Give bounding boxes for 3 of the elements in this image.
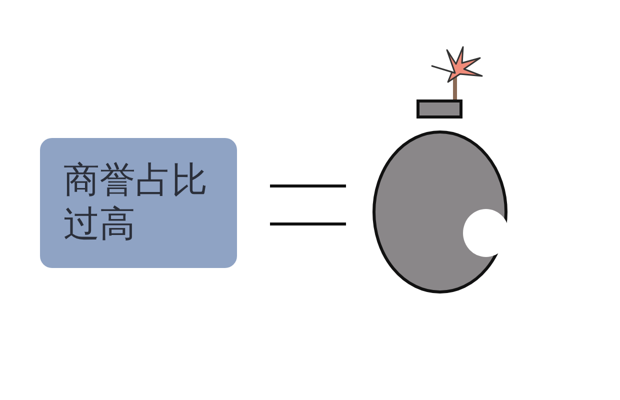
label-box [40, 138, 237, 268]
box-text: 商誉占比过高 [64, 159, 208, 247]
bomb-drawing [370, 45, 510, 295]
